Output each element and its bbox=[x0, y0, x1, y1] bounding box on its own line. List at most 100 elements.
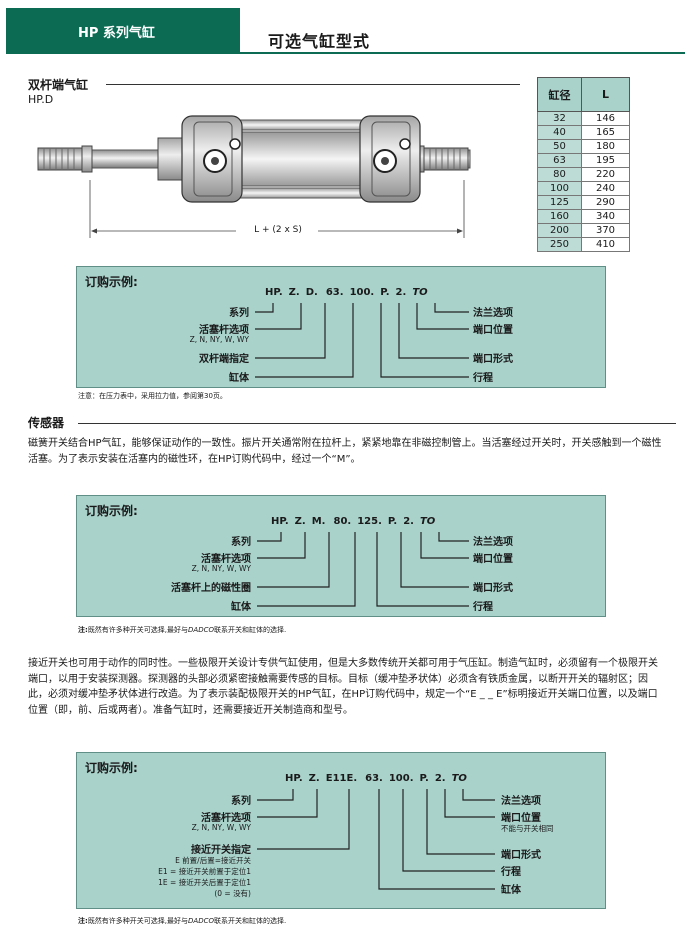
rod-option-values: Z, N, NY, W, WY bbox=[191, 823, 251, 832]
label-stroke: 行程 bbox=[473, 602, 493, 613]
section-title-double-rod: 双杆端气缸 bbox=[28, 78, 89, 92]
code-part: 2. bbox=[434, 773, 446, 784]
label-port-position: 端口位置 bbox=[501, 813, 541, 824]
proximity-paragraph: 接近开关也可用于动作的同时性。一些极限开关设计专供气缸使用，但是大多数传统开关都… bbox=[28, 658, 658, 716]
label-port-type: 端口形式 bbox=[473, 583, 513, 594]
code-part: HP. bbox=[285, 773, 303, 784]
label-rod-option: 活塞杆选项 bbox=[201, 554, 251, 565]
label-rod-option: 活塞杆选项 bbox=[199, 325, 249, 336]
note-switch-selection: 注:既然有许多种开关可选择,最好与DADCO联系开关和缸体的选择. bbox=[78, 916, 286, 926]
label-double-rod: 双杆端指定 bbox=[199, 354, 249, 365]
code-part: 100. bbox=[388, 773, 414, 784]
label-port-position: 端口位置 bbox=[473, 325, 513, 336]
proximity-option-e1: E1 = 接近开关前置于定位1 bbox=[158, 867, 251, 876]
code-part: Z. bbox=[294, 516, 306, 527]
code-part: E11E. bbox=[325, 773, 358, 784]
code-part: Z. bbox=[288, 287, 300, 298]
label-bore: 缸体 bbox=[501, 885, 521, 896]
bore-cell: 32 bbox=[537, 111, 582, 126]
bore-cell: 80 bbox=[537, 167, 582, 182]
code-part: 2. bbox=[403, 516, 414, 527]
rod-option-values: Z, N, NY, W, WY bbox=[191, 564, 251, 573]
code-part: P. bbox=[380, 287, 390, 298]
label-port-type: 端口形式 bbox=[473, 354, 513, 365]
table-header-l: L bbox=[581, 77, 630, 112]
code-part: P. bbox=[387, 516, 398, 527]
length-cell: 220 bbox=[581, 167, 630, 182]
panel-title: 订购示例: bbox=[85, 275, 138, 289]
code-part: Z. bbox=[308, 773, 320, 784]
order-code: HP. Z. E11E. 63. 100. P. 2. TO bbox=[285, 773, 467, 784]
code-part: 100. bbox=[349, 287, 375, 298]
order-example-panel-2: 订购示例: HP.Z.M.80.125.P.2.TO 系列 活塞杆选项 Z, N… bbox=[76, 495, 606, 617]
code-part: M. bbox=[311, 516, 326, 527]
bore-cell: 160 bbox=[537, 209, 582, 224]
section-rule bbox=[106, 84, 520, 85]
note-switch-selection: 注:既然有许多种开关可选择,最好与DADCO联系开关和缸体的选择. bbox=[78, 625, 286, 635]
section-rule bbox=[78, 423, 676, 424]
code-part: 63. bbox=[325, 287, 344, 298]
label-port-position: 端口位置 bbox=[473, 554, 513, 565]
length-cell: 290 bbox=[581, 195, 630, 210]
code-part: TO bbox=[451, 773, 467, 784]
sensor-paragraph: 磁簧开关结合HP气缸，能够保证动作的一致性。振片开关通常附在拉杆上，紧紧地靠在非… bbox=[28, 438, 662, 465]
note-text: 既然有许多种开关可选择,最好与 bbox=[87, 626, 189, 634]
proximity-option-1e: 1E = 接近开关后置于定位1 bbox=[158, 878, 251, 887]
label-magnetic-ring: 活塞杆上的磁性圈 bbox=[171, 583, 251, 594]
label-proximity-switch: 接近开关指定 bbox=[191, 845, 251, 856]
rod-option-values: Z, N, NY, W, WY bbox=[189, 335, 249, 344]
bore-cell: 63 bbox=[537, 153, 582, 168]
label-stroke: 行程 bbox=[501, 867, 521, 878]
header-rule bbox=[240, 52, 685, 54]
section-code-double-rod: HP.D bbox=[28, 93, 54, 106]
label-stroke: 行程 bbox=[473, 373, 493, 384]
length-cell: 410 bbox=[581, 237, 630, 252]
code-part: P. bbox=[419, 773, 429, 784]
series-tab: HP 系列气缸 bbox=[6, 8, 240, 54]
note-text: 联系开关和缸体的选择. bbox=[214, 626, 287, 634]
code-part: 80. bbox=[333, 516, 352, 527]
label-flange-option: 法兰选项 bbox=[473, 308, 513, 319]
note-pressure: 注意：在压力表中，采用拉力值，参阅第30页。 bbox=[78, 392, 227, 400]
leader-lines bbox=[257, 532, 469, 607]
note-prefix: 注: bbox=[78, 626, 88, 634]
section-title-sensor: 传感器 bbox=[28, 416, 65, 430]
note-text: 联系开关和缸体的选择. bbox=[214, 917, 287, 925]
code-part: HP. bbox=[271, 516, 289, 527]
label-flange-option: 法兰选项 bbox=[473, 537, 513, 548]
page-title: 可选气缸型式 bbox=[268, 32, 371, 51]
length-cell: 240 bbox=[581, 181, 630, 196]
note-prefix: 注: bbox=[78, 917, 88, 925]
label-rod-option: 活塞杆选项 bbox=[201, 813, 251, 824]
panel-title: 订购示例: bbox=[85, 504, 138, 518]
code-part: 63. bbox=[365, 773, 383, 784]
panel-title: 订购示例: bbox=[85, 761, 138, 775]
order-example-panel-3: 订购示例: HP. Z. E11E. 63. 100. P. 2. TO 系列 活塞杆选项 Z… bbox=[76, 752, 606, 909]
note-brand: DADCO bbox=[188, 626, 215, 634]
note-text: 既然有许多种开关可选择,最好与 bbox=[87, 917, 189, 925]
order-example-panel-1: 订购示例: HP.Z.D.63.100.P.2.TO 系列 活塞杆选项 Z, N… bbox=[76, 266, 606, 388]
label-port-type: 端口形式 bbox=[501, 850, 541, 861]
label-series: 系列 bbox=[231, 796, 251, 807]
bore-cell: 40 bbox=[537, 125, 582, 140]
series-tab-label: HP 系列气缸 bbox=[78, 25, 155, 41]
double-rod-cylinder-drawing bbox=[37, 115, 471, 238]
label-flange-option: 法兰选项 bbox=[501, 796, 541, 807]
dimension-label: L + (2 x S) bbox=[254, 225, 302, 235]
bore-cell: 200 bbox=[537, 223, 582, 238]
order-code: HP.Z.M.80.125.P.2.TO bbox=[271, 516, 435, 527]
leader-lines bbox=[257, 789, 495, 890]
code-part: HP. bbox=[265, 287, 283, 298]
label-series: 系列 bbox=[229, 308, 249, 319]
